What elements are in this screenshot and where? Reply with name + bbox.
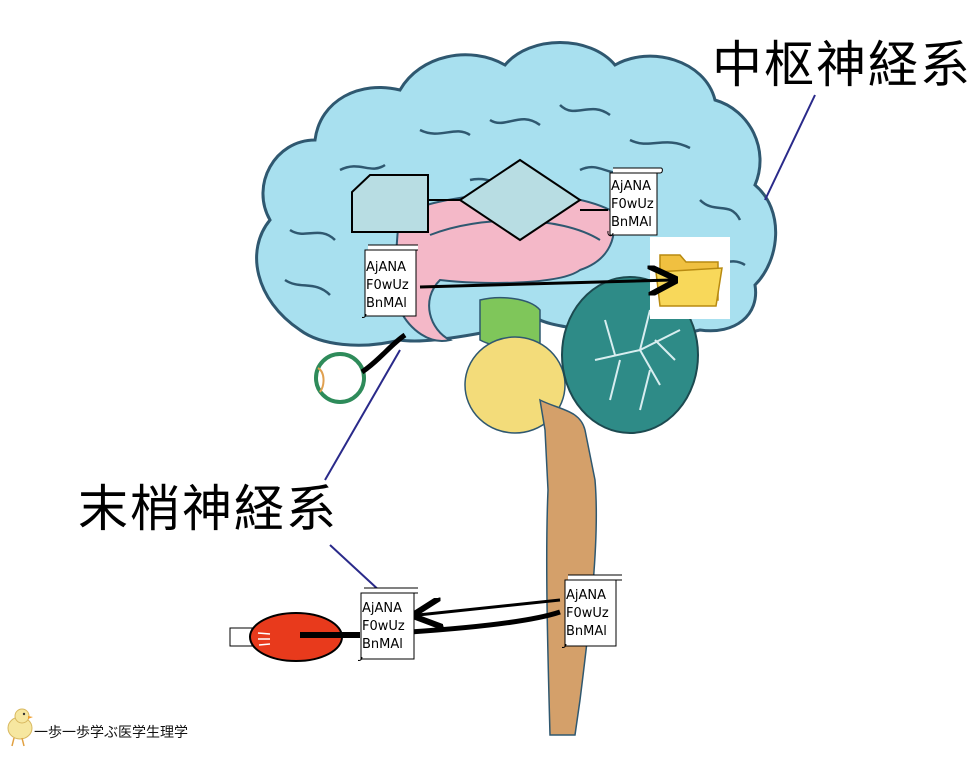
cns-leader-line xyxy=(764,94,816,201)
central-nervous-system-label: 中枢神経系 xyxy=(712,36,972,94)
muscle-icon xyxy=(229,612,343,662)
scroll-line: F0wUz xyxy=(366,278,409,293)
scroll-line: AjANA xyxy=(362,601,403,616)
card-shape xyxy=(351,174,429,233)
scroll-box-upper-left: AjANA F0wUz BnMAl xyxy=(362,242,418,318)
folder-icon xyxy=(650,237,730,319)
scroll-line: F0wUz xyxy=(566,606,609,621)
scroll-line: AjANA xyxy=(366,260,407,275)
footer-text: 一歩一歩学ぶ医学生理学 xyxy=(34,725,188,741)
chick-mascot-icon xyxy=(7,708,33,747)
scroll-line: F0wUz xyxy=(611,197,654,212)
spinal-cord xyxy=(539,398,598,736)
eye-icon xyxy=(314,352,366,404)
scroll-line: BnMAl xyxy=(362,637,403,652)
scroll-box-upper-right: AjANA F0wUz BnMAl xyxy=(607,165,663,237)
arbor-vitae xyxy=(594,309,681,411)
scroll-line: BnMAl xyxy=(611,215,652,230)
scroll-line: BnMAl xyxy=(566,624,607,639)
peripheral-nervous-system-label: 末梢神経系 xyxy=(78,480,338,538)
pns-leader-line-upper xyxy=(324,349,401,481)
scroll-line: AjANA xyxy=(566,588,607,603)
scroll-line: BnMAl xyxy=(366,296,407,311)
scroll-line: F0wUz xyxy=(362,619,405,634)
motor-arrow xyxy=(418,600,561,615)
spinal-nerve xyxy=(409,609,561,635)
scroll-box-lower-left: AjANA F0wUz BnMAl xyxy=(358,585,418,661)
pons xyxy=(464,336,566,434)
diamond-shape xyxy=(458,158,582,242)
footer: 一歩一歩学ぶ医学生理学 xyxy=(2,700,202,750)
scroll-line: AjANA xyxy=(611,179,652,194)
sensory-arrow xyxy=(419,280,672,287)
scroll-box-lower-right: AjANA F0wUz BnMAl xyxy=(562,572,622,648)
optic-nerve xyxy=(360,332,407,375)
